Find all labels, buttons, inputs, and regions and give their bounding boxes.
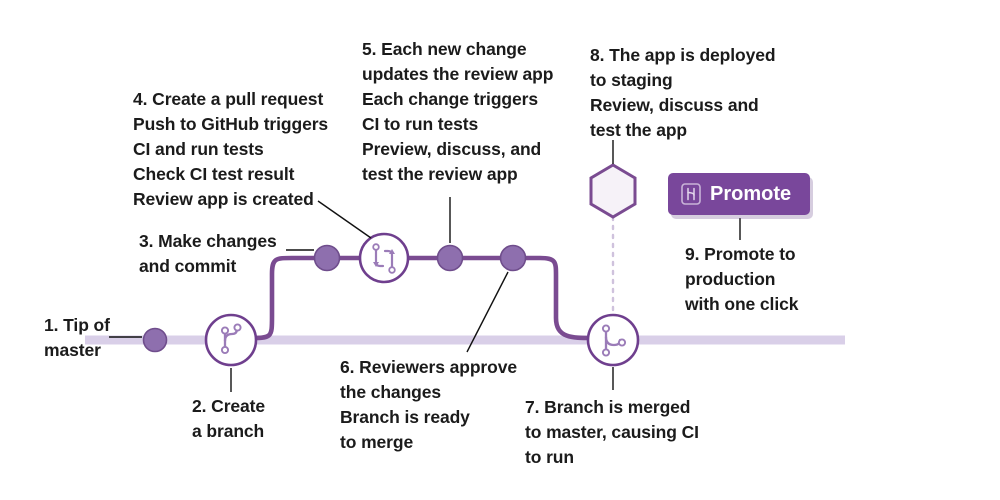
note-step-2: 2. Create a branch: [192, 396, 266, 441]
note-step-4: 4. Create a pull request Push to GitHub …: [133, 89, 329, 209]
note-step-3: 3. Make changes and commit: [139, 231, 277, 276]
feature-branch-path: [245, 255, 595, 341]
note-step-1: 1. Tip of master: [44, 315, 110, 360]
staging-hexagon: [589, 163, 637, 219]
note-step-7: 7. Branch is merged to master, causing C…: [525, 397, 699, 467]
note-step-5: 5. Each new change updates the review ap…: [362, 39, 554, 184]
leader-step-6: [466, 271, 509, 353]
note-step-6: 6. Reviewers approve the changes Branch …: [340, 357, 517, 452]
commit-dot-2: [436, 244, 464, 272]
create-branch-node: [204, 313, 258, 367]
merge-node: [586, 313, 640, 367]
promote-button[interactable]: Promote: [668, 173, 810, 215]
commit-dot-1: [313, 244, 341, 272]
promote-button-label: Promote: [710, 183, 792, 205]
commit-dot-3: [499, 244, 527, 272]
note-step-9: 9. Promote to production with one click: [685, 244, 799, 314]
tip-of-master-commit: [142, 327, 168, 353]
note-step-8: 8. The app is deployed to staging Review…: [590, 45, 776, 140]
pull-request-node: [358, 232, 410, 284]
heroku-icon: [681, 183, 701, 205]
